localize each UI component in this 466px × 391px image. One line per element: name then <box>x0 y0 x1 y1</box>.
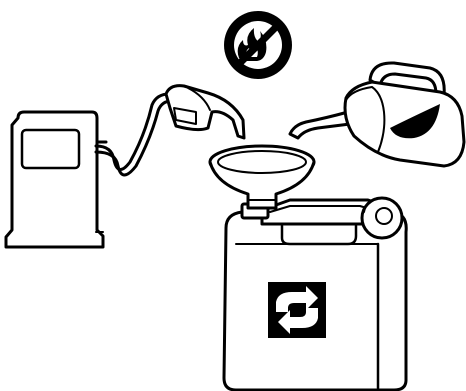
oil-can-icon <box>290 63 464 166</box>
fuel-hose <box>96 94 174 175</box>
recycle-icon <box>268 282 326 338</box>
fuel-nozzle-icon <box>166 86 244 138</box>
no-open-flame-icon <box>224 11 292 79</box>
fuel-pump-icon <box>6 112 106 247</box>
